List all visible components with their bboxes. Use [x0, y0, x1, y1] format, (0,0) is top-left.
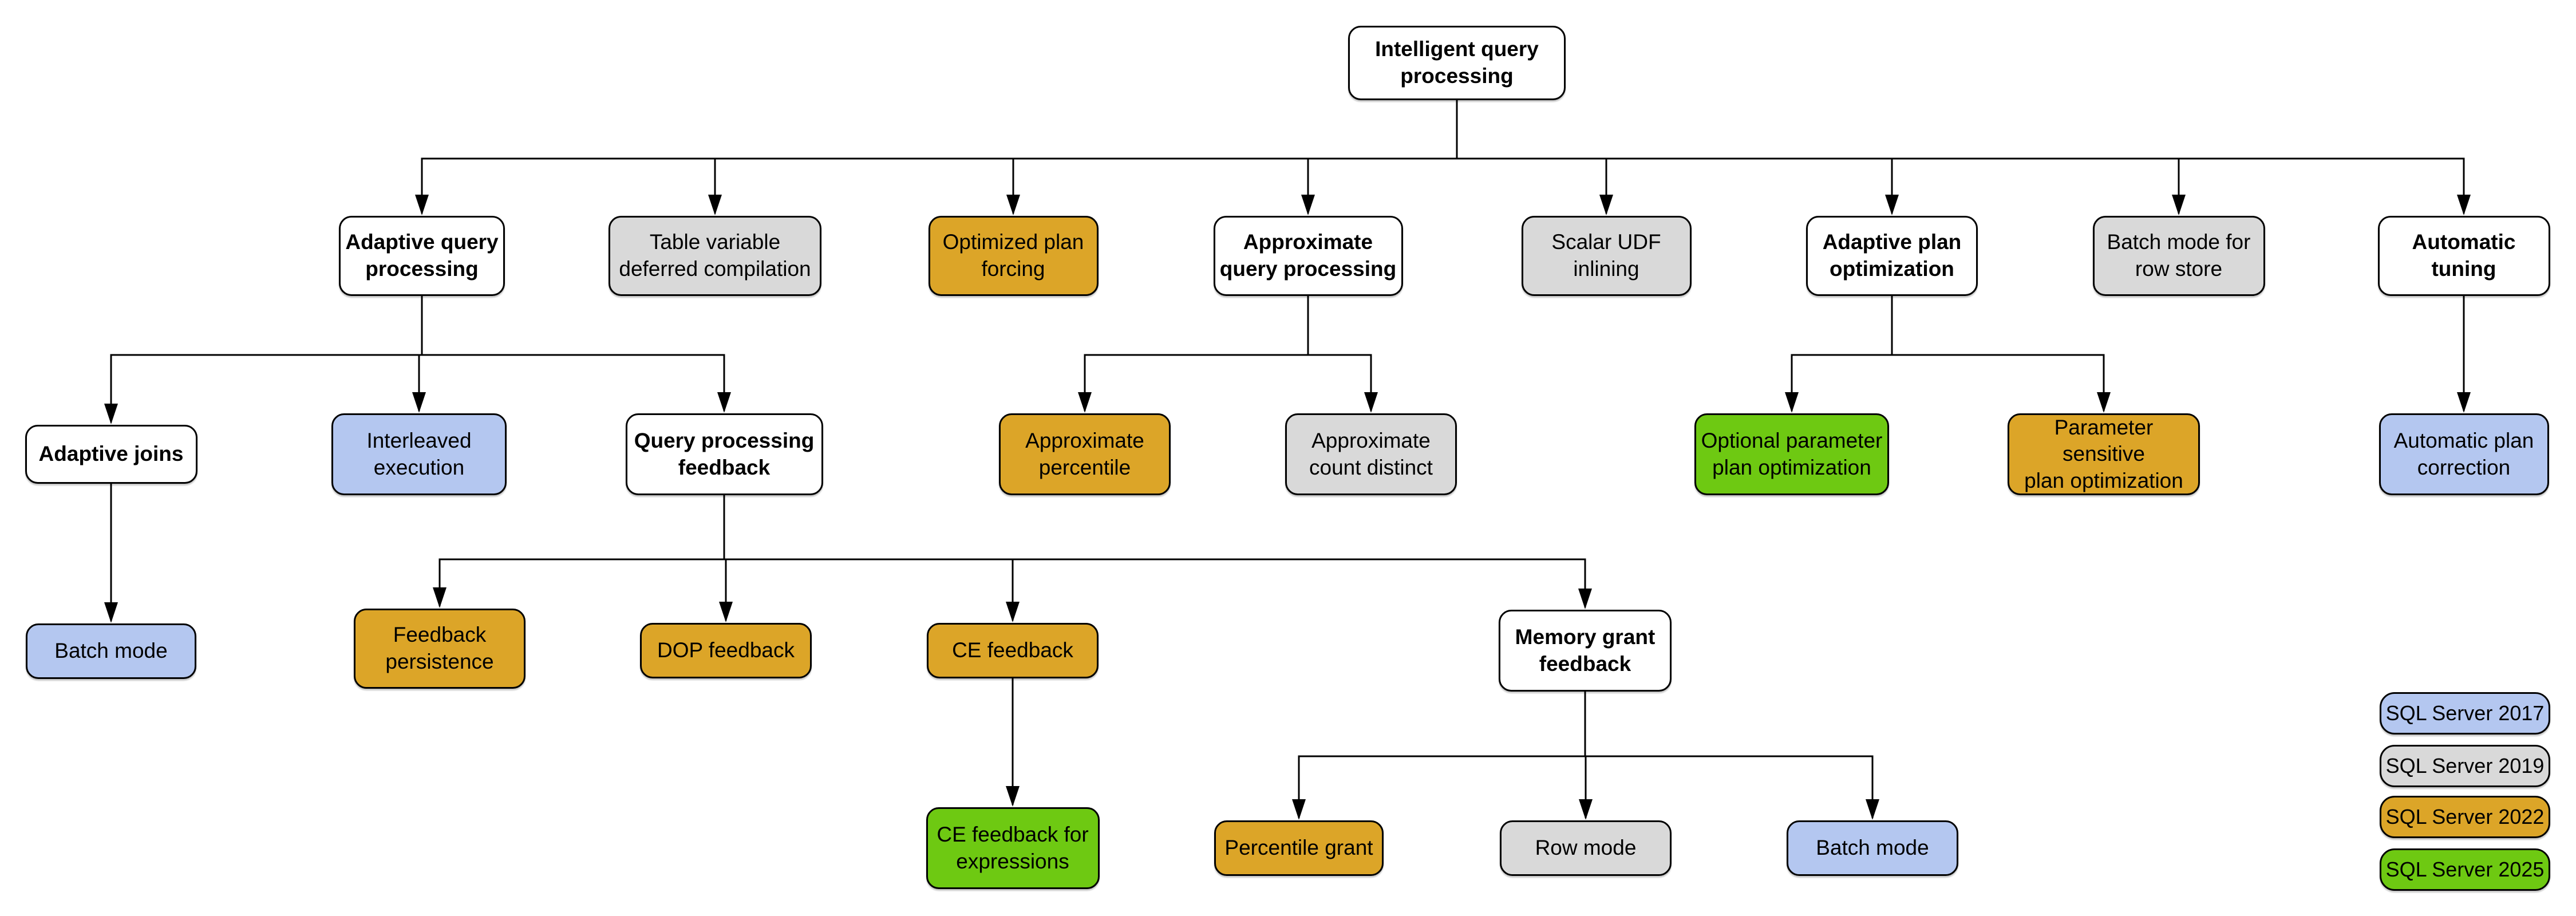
node-label: SQL Server 2025 [2385, 858, 2545, 882]
node-label: SQL Server 2022 [2385, 805, 2545, 829]
legend-sql-server-2019: SQL Server 2019 [2380, 745, 2550, 787]
legend-sql-server-2025: SQL Server 2025 [2380, 848, 2550, 891]
node-ce-feedback-for-expressions: CE feedback for expressions [926, 807, 1100, 889]
node-table-variable-deferred-compilation: Table variable deferred compilation [609, 216, 821, 296]
node-adaptive-plan-optimization: Adaptive plan optimization [1806, 216, 1978, 296]
node-label: Adaptive plan optimization [1822, 230, 1962, 281]
node-label: Approximate percentile [1025, 428, 1144, 479]
node-label: Optional parameter plan optimization [1701, 428, 1883, 479]
node-approximate-count-distinct: Approximate count distinct [1285, 413, 1457, 495]
node-label: Approximate query processing [1219, 230, 1397, 281]
node-label: CE feedback for expressions [937, 822, 1089, 873]
node-query-processing-feedback: Query processing feedback [625, 413, 823, 495]
node-label: Adaptive query processing [345, 230, 499, 281]
node-label: Table variable deferred compilation [619, 230, 811, 281]
node-label: Interleaved execution [366, 428, 472, 479]
legend-sql-server-2017: SQL Server 2017 [2380, 692, 2550, 735]
node-label: SQL Server 2019 [2385, 754, 2545, 778]
node-batch-mode-for-row-store: Batch mode for row store [2092, 216, 2265, 296]
node-label: Adaptive joins [38, 442, 184, 466]
node-label: Feedback persistence [385, 623, 494, 673]
node-batch-mode-adaptive-joins: Batch mode [26, 623, 196, 679]
node-percentile-grant: Percentile grant [1214, 820, 1384, 876]
node-scalar-udf-inlining: Scalar UDF inlining [1521, 216, 1692, 296]
node-label: Percentile grant [1224, 836, 1373, 860]
node-label: Parameter sensitive plan optimization [2024, 415, 2183, 492]
node-label: Query processing feedback [634, 428, 815, 479]
node-row-mode: Row mode [1500, 820, 1672, 876]
node-label: Batch mode [1816, 836, 1929, 860]
node-interleaved-execution: Interleaved execution [331, 413, 507, 495]
node-ce-feedback: CE feedback [927, 623, 1099, 678]
node-label: Automatic tuning [2412, 230, 2516, 281]
node-label: DOP feedback [657, 638, 795, 662]
node-label: CE feedback [952, 638, 1073, 662]
node-label: Batch mode [54, 639, 168, 663]
node-optimized-plan-forcing: Optimized plan forcing [928, 216, 1099, 296]
node-label: Intelligent query processing [1375, 37, 1539, 88]
node-adaptive-joins: Adaptive joins [25, 425, 197, 484]
node-feedback-persistence: Feedback persistence [354, 609, 526, 689]
node-approximate-query-processing: Approximate query processing [1213, 216, 1403, 296]
node-automatic-tuning: Automatic tuning [2377, 216, 2550, 296]
node-label: SQL Server 2017 [2385, 701, 2545, 725]
node-batch-mode-memory-grant: Batch mode [1787, 820, 1958, 876]
node-label: Approximate count distinct [1309, 428, 1433, 479]
node-intelligent-query-processing: Intelligent query processing [1348, 26, 1566, 100]
node-label: Memory grant feedback [1515, 625, 1656, 676]
node-label: Automatic plan correction [2393, 428, 2534, 479]
node-optional-parameter-plan-optimization: Optional parameter plan optimization [1694, 413, 1889, 495]
node-label: Scalar UDF inlining [1551, 230, 1661, 281]
node-automatic-plan-correction: Automatic plan correction [2379, 413, 2549, 495]
node-label: Batch mode for row store [2107, 230, 2251, 281]
node-label: Row mode [1535, 836, 1637, 860]
node-memory-grant-feedback: Memory grant feedback [1499, 610, 1672, 692]
legend-sql-server-2022: SQL Server 2022 [2380, 796, 2550, 838]
node-approximate-percentile: Approximate percentile [999, 413, 1171, 495]
node-dop-feedback: DOP feedback [640, 623, 812, 678]
node-parameter-sensitive-plan-optimization: Parameter sensitive plan optimization [2008, 413, 2200, 495]
node-adaptive-query-processing: Adaptive query processing [339, 216, 505, 296]
node-label: Optimized plan forcing [942, 230, 1084, 281]
